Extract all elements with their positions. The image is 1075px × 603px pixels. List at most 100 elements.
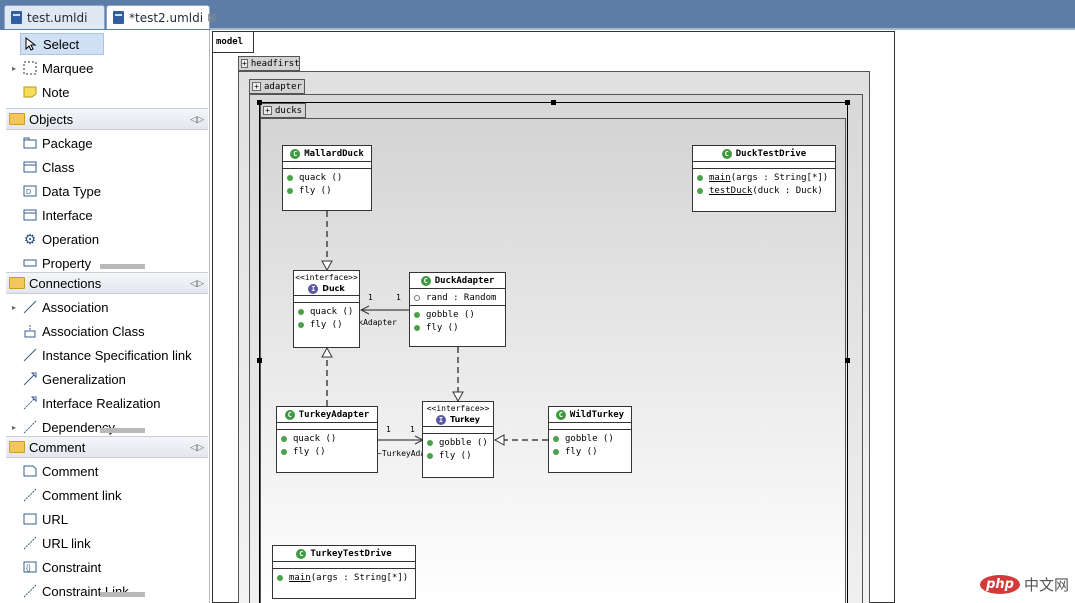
palette-item-operation[interactable]: ⚙ Operation (14, 228, 99, 250)
collapse-arrows-icon[interactable]: ◁▷ (190, 113, 204, 124)
diagram-canvas[interactable]: model +headfirst +adapter +ducks (211, 30, 1075, 603)
stereotype-label: <<interface>> (295, 273, 358, 282)
palette-tool-note[interactable]: Note (14, 81, 69, 103)
expand-plus-icon[interactable]: + (252, 82, 261, 91)
drawer-objects[interactable]: Objects ◁▷ (6, 108, 208, 130)
palette-item-package[interactable]: Package (14, 132, 93, 154)
palette-item-constraint[interactable]: {} Constraint (14, 556, 101, 578)
operation-label: gobble () (439, 437, 488, 448)
palette-item-label: Property (42, 255, 92, 271)
operation[interactable]: gobble () (553, 432, 631, 445)
operation[interactable]: main (args : String[*]) (697, 171, 835, 184)
class-name: WildTurkey (569, 409, 625, 420)
drawer-connections[interactable]: Connections ◁▷ (6, 272, 208, 294)
operation[interactable]: gobble () (414, 308, 505, 321)
package-tab-ducks[interactable]: +ducks (260, 103, 306, 118)
palette-item-constraint-link[interactable]: Constraint Link (14, 580, 129, 602)
constraint-icon: {} (22, 559, 38, 575)
operation[interactable]: quack () (281, 432, 377, 445)
operation[interactable]: fly () (414, 321, 505, 334)
drawer-scrollbar[interactable] (100, 428, 145, 433)
package-tab-headfirst[interactable]: +headfirst (238, 56, 300, 71)
expand-plus-icon[interactable]: + (241, 59, 248, 68)
expand-plus-icon[interactable]: + (263, 106, 272, 115)
operation[interactable]: main (args : String[*]) (277, 571, 415, 584)
tab-test2-umldi[interactable]: *test2.umldi ⊠ (106, 5, 216, 29)
palette-item-comment[interactable]: Comment (14, 460, 98, 482)
palette-item-class[interactable]: Class (14, 156, 75, 178)
package-tab-adapter[interactable]: +adapter (249, 79, 305, 94)
operation-label: quack () (293, 433, 337, 444)
expand-arrow-icon[interactable]: ▸ (12, 63, 17, 73)
folder-icon (9, 113, 25, 125)
php-logo: php (980, 575, 1020, 594)
resize-handle[interactable] (845, 100, 850, 105)
resize-handle[interactable] (257, 100, 262, 105)
palette-item-property[interactable]: Property (14, 252, 91, 274)
palette-tool-select[interactable]: Select (20, 33, 104, 55)
operations-compartment: quack () fly () (294, 303, 359, 331)
palette-item-label: Class (42, 159, 75, 175)
operation[interactable]: quack () (298, 305, 359, 318)
palette-item-data-type[interactable]: D Data Type (14, 180, 101, 202)
expand-arrow-icon[interactable]: ▸ (12, 422, 17, 432)
expand-arrow-icon[interactable]: ▸ (12, 302, 17, 312)
palette-item-dependency[interactable]: ▸ Dependency (12, 416, 115, 438)
palette-item-instance-specification-link[interactable]: Instance Specification link (14, 344, 192, 366)
palette-item-association[interactable]: ▸ Association (12, 296, 108, 318)
operation[interactable]: fly () (427, 449, 493, 462)
palette-item-comment-link[interactable]: Comment link (14, 484, 121, 506)
palette-item-interface-realization[interactable]: Interface Realization (14, 392, 161, 414)
role-label: ~TurkeyAdapter (377, 449, 445, 458)
resize-handle[interactable] (257, 358, 262, 363)
palette-tool-marquee[interactable]: ▸ Marquee (12, 57, 93, 79)
operation-signature: (args : String[*]) (730, 172, 829, 183)
attribute[interactable]: rand : Random (414, 291, 505, 304)
resize-handle[interactable] (845, 358, 850, 363)
comment-link-icon (22, 487, 38, 503)
operation[interactable]: fly () (281, 445, 377, 458)
drawer-scrollbar[interactable] (100, 264, 145, 269)
operation[interactable]: fly () (298, 318, 359, 331)
public-operation-icon (298, 321, 304, 328)
operation[interactable]: fly () (287, 184, 371, 197)
palette-item-url-link[interactable]: URL link (14, 532, 91, 554)
collapse-arrows-icon[interactable]: ◁▷ (190, 277, 204, 288)
private-attribute-icon (414, 294, 420, 301)
palette-item-interface[interactable]: Interface (14, 204, 93, 226)
multiplicity-label: 1 (368, 293, 373, 302)
palette-item-association-class[interactable]: Association Class (14, 320, 145, 342)
public-operation-icon (414, 324, 420, 331)
operation[interactable]: testDuck (duck : Duck) (697, 184, 835, 197)
attributes-compartment (549, 423, 631, 430)
close-icon[interactable]: ⊠ (207, 11, 217, 24)
palette-item-label: Interface (42, 207, 93, 223)
class-icon: C (290, 148, 301, 159)
drawer-scrollbar[interactable] (100, 592, 145, 597)
collapse-arrows-icon[interactable]: ◁▷ (190, 441, 204, 452)
drawer-comment[interactable]: Comment ◁▷ (6, 436, 208, 458)
tab-test-umldi[interactable]: test.umldi (4, 5, 105, 29)
operation[interactable]: gobble () (427, 436, 493, 449)
resize-handle[interactable] (551, 100, 556, 105)
stereotype-label: <<interface>> (426, 404, 490, 413)
operation-label: fly () (439, 450, 472, 461)
operation[interactable]: fly () (553, 445, 631, 458)
palette-item-generalization[interactable]: Generalization (14, 368, 126, 390)
palette-item-label: URL (42, 511, 69, 527)
operation[interactable]: quack () (287, 171, 371, 184)
palette-item-url[interactable]: URL (14, 508, 68, 530)
class-name: DuckTestDrive (735, 148, 807, 159)
multiplicity-label: 1 (396, 293, 401, 302)
class-name: TurkeyTestDrive (310, 548, 392, 559)
